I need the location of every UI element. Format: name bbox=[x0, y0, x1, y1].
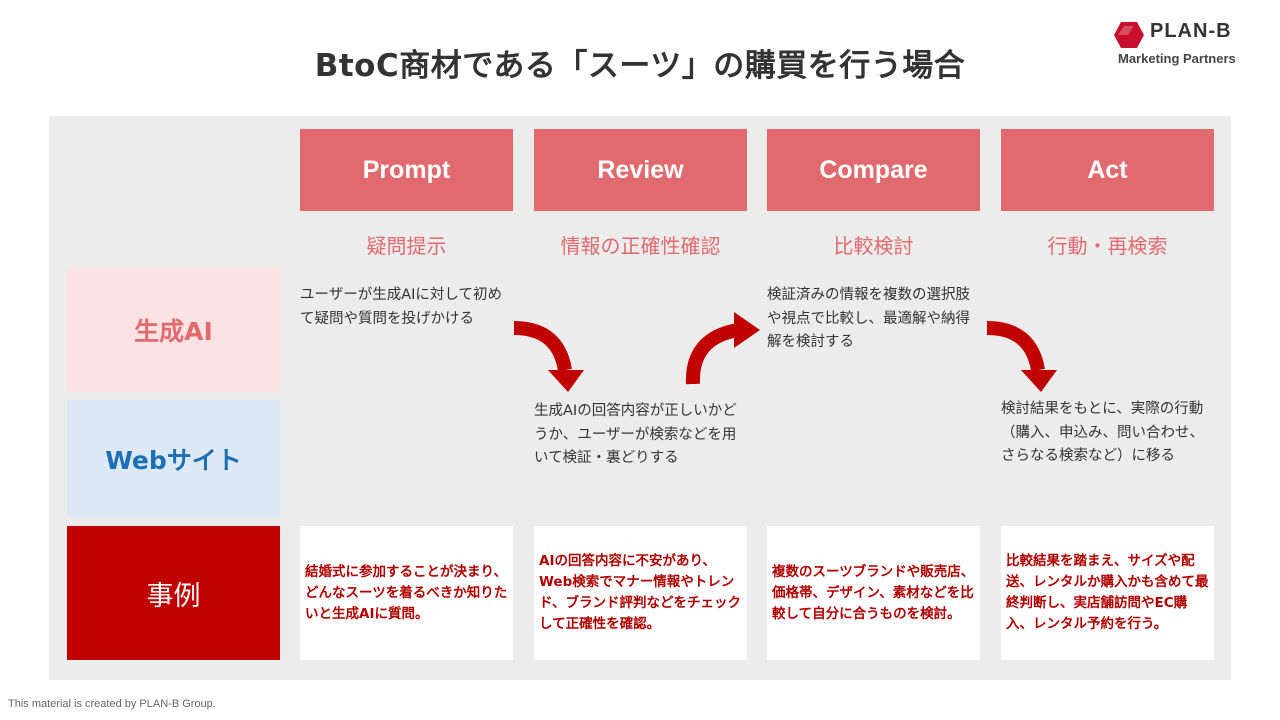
logo-name: PLAN-B bbox=[1150, 20, 1232, 42]
phase-compare: Compare bbox=[767, 129, 980, 211]
curved-arrow-down-icon bbox=[986, 321, 1057, 392]
curved-arrow-down-icon bbox=[513, 321, 584, 392]
case-act-text: 比較結果を踏まえ、サイズや配送、レンタルか購入かも含めて最終判断し、実店舗訪問や… bbox=[1006, 553, 1209, 632]
phase-prompt: Prompt bbox=[300, 129, 513, 211]
case-act: 比較結果を踏まえ、サイズや配送、レンタルか購入かも含めて最終判断し、実店舗訪問や… bbox=[1001, 526, 1214, 660]
row-label-ai: 生成AI bbox=[67, 268, 280, 392]
curved-arrow-up-icon bbox=[685, 312, 760, 385]
phase-act-sub: 行動・再検索 bbox=[1047, 234, 1168, 258]
phase-act: Act bbox=[1001, 129, 1214, 211]
footer-credit: This material is created by PLAN-B Group… bbox=[8, 698, 216, 710]
desc-act: 検討結果をもとに、実際の行動（購入、申込み、問い合わせ、さらなる検索など）に移る bbox=[1001, 401, 1204, 464]
case-compare-text: 複数のスーツブランドや販売店、価格帯、デザイン、素材などを比較して自分に合うもの… bbox=[772, 563, 975, 622]
phase-compare-sub: 比較検討 bbox=[833, 234, 914, 258]
case-prompt-text: 結婚式に参加することが決まり、どんなスーツを着るべきか知りたいと生成AIに質問。 bbox=[305, 563, 508, 622]
desc-compare: 検証済みの情報を複数の選択肢や視点で比較し、最適解や納得解を検討する bbox=[767, 287, 970, 350]
case-review: AIの回答内容に不安があり、Web検索でマナー情報やトレンド、ブランド評判などを… bbox=[534, 526, 747, 660]
logo-tagline: Marketing Partners bbox=[1118, 51, 1236, 66]
row-label-web: Webサイト bbox=[67, 400, 280, 517]
plan-b-logo-icon bbox=[1114, 22, 1144, 48]
phase-review-sub: 情報の正確性確認 bbox=[560, 234, 721, 258]
case-prompt: 結婚式に参加することが決まり、どんなスーツを着るべきか知りたいと生成AIに質問。 bbox=[300, 526, 513, 660]
case-compare: 複数のスーツブランドや販売店、価格帯、デザイン、素材などを比較して自分に合うもの… bbox=[767, 526, 980, 660]
desc-prompt: ユーザーが生成AIに対して初めて疑問や質問を投げかける bbox=[300, 287, 502, 327]
plan-b-logo: PLAN-B Marketing Partners bbox=[1114, 20, 1254, 72]
desc-review: 生成AIの回答内容が正しいかどうか、ユーザーが検索などを用いて検証・裏どりする bbox=[534, 403, 737, 466]
phase-prompt-sub: 疑問提示 bbox=[366, 234, 447, 258]
row-label-case: 事例 bbox=[67, 526, 280, 660]
page-title: BtoC商材である「スーツ」の購買を行う場合 bbox=[314, 48, 966, 84]
case-review-text: AIの回答内容に不安があり、Web検索でマナー情報やトレンド、ブランド評判などを… bbox=[539, 553, 741, 632]
phase-review: Review bbox=[534, 129, 747, 211]
